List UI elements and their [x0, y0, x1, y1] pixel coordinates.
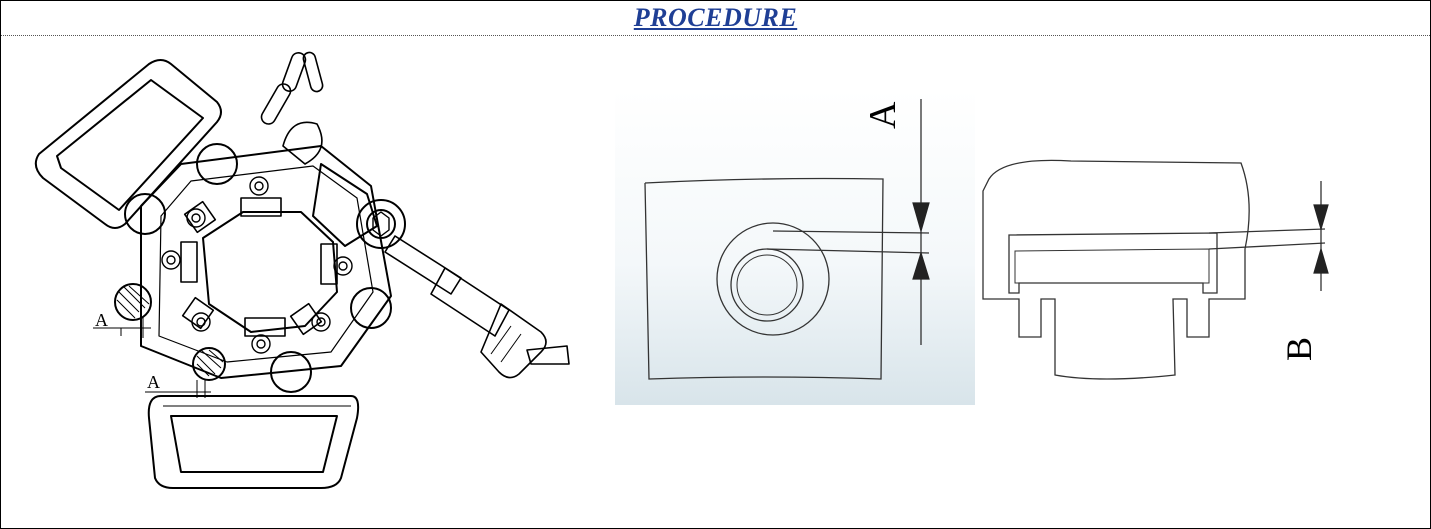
label-b: B: [1279, 337, 1319, 361]
plate-outline: [644, 177, 884, 380]
outer-hole: [716, 222, 830, 336]
page-title: PROCEDURE: [633, 3, 798, 32]
upper-left-handle: [34, 59, 222, 229]
dimension-b-arrows: [1313, 181, 1329, 291]
chain-links: [260, 51, 324, 165]
extension-bolt: [384, 235, 570, 379]
housing-outline: [982, 159, 1250, 380]
tool-body: [140, 145, 392, 379]
gap-a-figure: A: [615, 89, 975, 405]
gap-a-drawing: A: [615, 89, 975, 405]
bottom-handle: [147, 395, 360, 489]
dimension-a-arrows: [912, 99, 930, 345]
slot-outline: [1008, 232, 1218, 294]
label-a-upper: A: [95, 310, 108, 330]
tool-assembly-figure: A A: [21, 46, 591, 496]
gap-b-drawing: B: [982, 159, 1329, 380]
dimension-markers: [93, 316, 211, 398]
gap-b-figure: B: [979, 151, 1339, 391]
gap-a-background: [615, 89, 975, 405]
label-a-lower: A: [147, 372, 160, 392]
bolt-holes: [124, 143, 392, 393]
hatched-pins: [114, 283, 226, 381]
fastener-loops: [161, 176, 353, 354]
side-arm: [312, 163, 406, 249]
label-a: A: [862, 101, 904, 129]
tool-assembly-drawing: A A: [34, 51, 570, 489]
center-opening: [202, 211, 338, 333]
procedure-header: PROCEDURE: [1, 1, 1430, 36]
